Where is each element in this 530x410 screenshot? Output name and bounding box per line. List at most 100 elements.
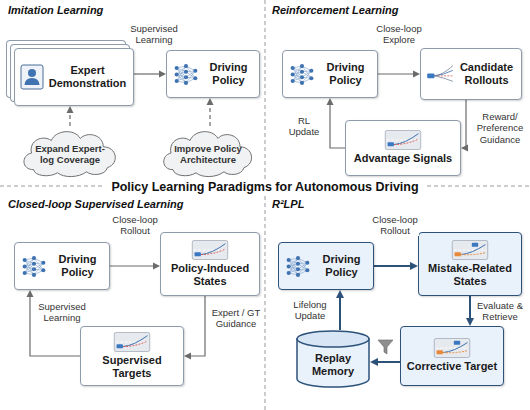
- edge-label: Reward/ Preference Guidance: [475, 111, 525, 145]
- node-icon: [113, 332, 151, 352]
- process-box: Mistake-Related States: [418, 232, 522, 296]
- arrow-head: [370, 358, 378, 366]
- node-text: Advantage Signals: [351, 152, 455, 165]
- vertical-divider: [265, 0, 266, 410]
- node-text: Driving Policy: [315, 253, 368, 279]
- node-text: Driving Policy: [319, 61, 372, 87]
- connector-arrow: [370, 358, 400, 366]
- arrow-head: [184, 353, 191, 360]
- node-icon: [172, 62, 200, 87]
- arrow-head: [27, 290, 34, 297]
- arrow-head: [461, 145, 468, 152]
- node-text: Supervised Targets: [86, 354, 178, 380]
- connector-line: [330, 104, 345, 148]
- node-text: Corrective Target: [406, 360, 498, 373]
- process-box: Policy-Induced States: [160, 232, 260, 296]
- node-icon: [426, 63, 454, 85]
- edge-label: Close-loop Explore: [375, 23, 423, 46]
- node-icon: [191, 240, 229, 260]
- section-title: Imitation Learning: [8, 4, 103, 16]
- node-label: Mistake-Related States: [424, 262, 516, 288]
- node-label: Expert Demonstration: [47, 64, 128, 90]
- node-text: Driving Policy: [51, 253, 104, 279]
- connector-line: [374, 265, 411, 267]
- connector-arrow: [378, 71, 420, 78]
- node-text: Improve Policy Architecture: [172, 143, 244, 166]
- icon-glyph: [175, 64, 198, 85]
- connector-arrow: [461, 100, 468, 152]
- node-label: Supervised Targets: [86, 354, 178, 380]
- connector-line: [339, 297, 341, 330]
- connector-arrow: [207, 98, 214, 126]
- node-text: Expand Expert-log Coverage: [32, 143, 108, 166]
- connector-line: [110, 265, 154, 266]
- node-text: Mistake-Related States: [424, 262, 516, 288]
- idea-cloud: Improve Policy Architecture: [158, 126, 258, 178]
- idea-cloud: Expand Expert-log Coverage: [18, 126, 122, 178]
- arrow-head: [413, 71, 420, 78]
- node-label: Driving Policy: [51, 253, 104, 279]
- node-text: Candidate Rollouts: [457, 61, 516, 87]
- icon-glyph: [385, 131, 420, 150]
- connector-arrow: [466, 296, 474, 326]
- icon-glyph: [23, 256, 46, 277]
- node-label: Advantage Signals: [351, 152, 455, 165]
- connector-line: [209, 104, 210, 126]
- icon-glyph: [291, 64, 314, 85]
- process-box: Expert Demonstration: [14, 48, 134, 106]
- node-label: Driving Policy: [203, 61, 254, 87]
- section-title: Closed-loop Supervised Learning: [8, 198, 183, 210]
- node-text: Expert Demonstration: [47, 64, 128, 90]
- cloud-path: [24, 132, 115, 177]
- connector-line: [134, 73, 160, 74]
- connector-arrow: [67, 106, 74, 126]
- node-label: Corrective Target: [406, 360, 498, 373]
- connector-line: [378, 73, 414, 74]
- arrow-head: [153, 263, 160, 270]
- process-box: Supervised Targets: [80, 326, 184, 386]
- process-box: Driving Policy: [166, 50, 260, 98]
- process-box: Corrective Target: [400, 326, 504, 386]
- arrow-head: [410, 262, 418, 270]
- arrow-head: [159, 71, 166, 78]
- icon-glyph: [192, 240, 227, 259]
- icon-glyph: [114, 332, 149, 351]
- connector-arrow: [327, 98, 346, 148]
- node-label: Improve Policy Architecture: [172, 143, 244, 166]
- node-label: Expand Expert-log Coverage: [32, 143, 108, 166]
- icon-glyph: [434, 339, 469, 358]
- node-label: Policy-Induced States: [166, 262, 254, 288]
- node-label: Candidate Rollouts: [457, 61, 516, 87]
- icon-glyph: [21, 65, 43, 89]
- node-icon: [433, 338, 471, 358]
- arrow-head: [327, 98, 334, 105]
- arrow-head: [207, 98, 214, 105]
- icon-glyph: [427, 66, 453, 82]
- section-title: Reinforcement Learning: [272, 4, 399, 16]
- cylinder-top: [297, 331, 369, 347]
- node-text: Driving Policy: [203, 61, 254, 87]
- diagram-title: Policy Learning Paradigms for Autonomous…: [103, 180, 426, 194]
- edge-label: RL Update: [286, 115, 322, 138]
- node-label: Replay Memory: [301, 352, 365, 378]
- process-box: Candidate Rollouts: [420, 48, 522, 100]
- process-box: Driving Policy: [282, 50, 378, 98]
- node-label: Driving Policy: [315, 253, 368, 279]
- process-box: Driving Policy: [278, 242, 374, 290]
- edge-label: Supervised Learning: [36, 301, 88, 324]
- node-icon: [384, 130, 422, 150]
- icon-glyph: [452, 240, 487, 259]
- connector-line: [466, 100, 467, 148]
- arrow-head: [466, 318, 474, 326]
- node-icon: [20, 64, 44, 90]
- node-icon: [20, 254, 48, 279]
- connector-line: [190, 296, 205, 356]
- connector-arrow: [336, 290, 344, 330]
- process-box: Advantage Signals: [345, 120, 461, 176]
- edge-label: Lifelong Update: [289, 299, 331, 322]
- edge-label: Expert / GT Guidance: [210, 307, 262, 330]
- connector-line: [469, 296, 471, 319]
- cloud-path: [164, 132, 252, 177]
- edge-label: Close-loop Rollout: [111, 214, 159, 237]
